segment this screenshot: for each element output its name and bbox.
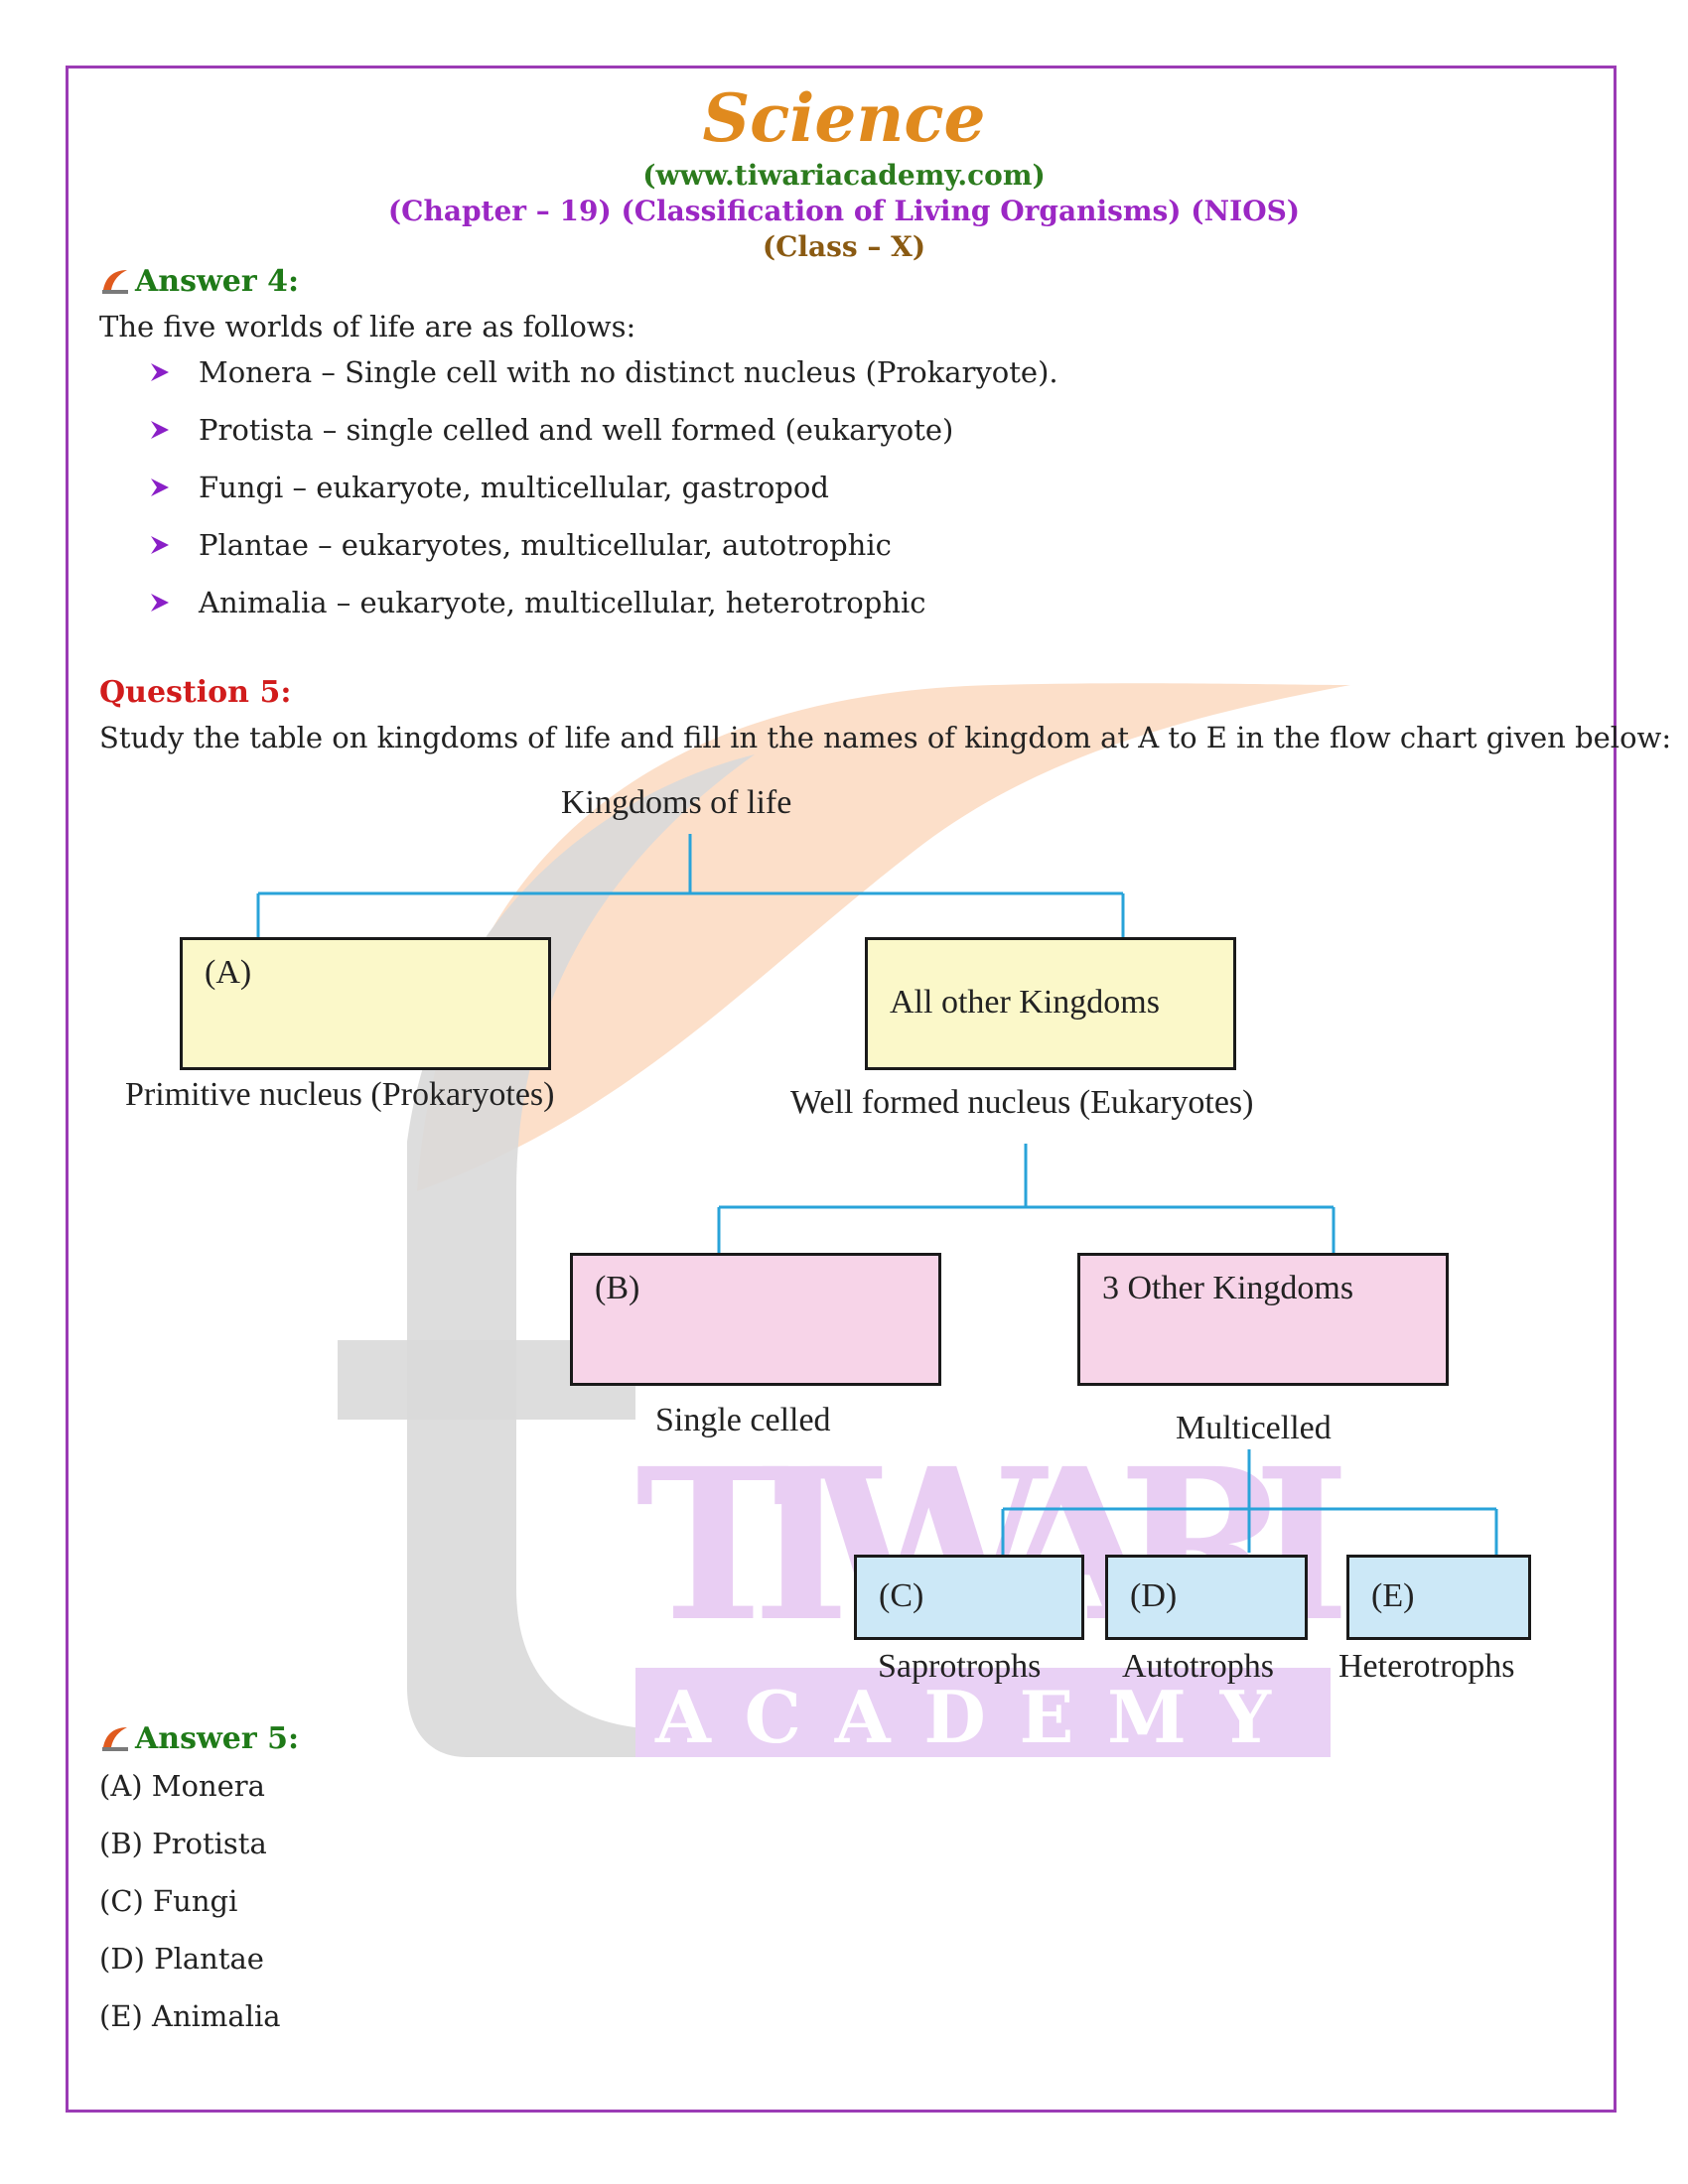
answer4-heading-text: Answer 4: [135,264,300,299]
answer4-heading: Answer 4: [99,264,299,299]
box-c: (C) [854,1555,1084,1640]
arrow-bullet-icon [151,421,169,439]
label-autotrophs: Autotrophs [1122,1648,1274,1685]
box-a: (A) [180,937,551,1070]
page-title: Science [702,79,986,157]
arrow-bullet-icon [151,478,169,496]
list-item: Plantae – eukaryotes, multicellular, aut… [149,528,892,562]
answer5-item: (A) Monera [99,1769,265,1803]
box-all-other-kingdoms-text: All other Kingdoms [890,984,1160,1021]
list-item: Protista – single celled and well formed… [149,413,953,447]
chapter-line: (Chapter – 19) (Classification of Living… [387,195,1301,227]
list-item: Fungi – eukaryote, multicellular, gastro… [149,471,829,504]
box-e-text: (E) [1371,1577,1415,1614]
site-url[interactable]: (www.tiwariacademy.com) [642,159,1046,192]
answer5-item: (B) Protista [99,1827,267,1860]
arrow-bullet-icon [151,363,169,381]
answer5-item: (C) Fungi [99,1884,238,1918]
label-heterotrophs: Heterotrophs [1338,1648,1515,1685]
label-prokaryotes: Primitive nucleus (Prokaryotes) [125,1076,555,1113]
box-a-text: (A) [205,954,252,991]
academy-logo-icon [102,1726,128,1751]
label-saprotrophs: Saprotrophs [878,1648,1042,1685]
question5-text: Study the table on kingdoms of life and … [99,721,1672,754]
answer5-item: (D) Plantae [99,1942,264,1976]
flowchart-root-label: Kingdoms of life [561,784,792,821]
box-three-other-kingdoms-text: 3 Other Kingdoms [1102,1270,1354,1306]
label-single-celled: Single celled [655,1402,831,1438]
box-c-text: (C) [879,1577,924,1614]
list-item: Monera – Single cell with no distinct nu… [149,355,1058,389]
label-eukaryotes: Well formed nucleus (Eukaryotes) [790,1084,1254,1121]
box-d-text: (D) [1130,1577,1178,1614]
academy-logo-icon [102,269,128,294]
list-item-text: Plantae – eukaryotes, multicellular, aut… [199,528,892,562]
list-item-text: Animalia – eukaryote, multicellular, het… [199,586,926,619]
box-three-other-kingdoms: 3 Other Kingdoms [1077,1253,1449,1386]
box-b: (B) [570,1253,941,1386]
list-item-text: Protista – single celled and well formed… [199,413,954,447]
arrow-bullet-icon [151,594,169,612]
question5-heading: Question 5: [99,675,292,710]
answer5-heading-text: Answer 5: [135,1721,300,1756]
box-all-other-kingdoms: All other Kingdoms [865,937,1236,1070]
list-item-text: Monera – Single cell with no distinct nu… [199,355,1058,389]
arrow-bullet-icon [151,536,169,554]
answer4-intro: The five worlds of life are as follows: [99,310,636,343]
answer5-heading: Answer 5: [99,1721,299,1756]
label-multicelled: Multicelled [1176,1410,1332,1446]
class-line: (Class – X) [762,230,926,263]
box-d: (D) [1105,1555,1308,1640]
box-b-text: (B) [595,1270,640,1306]
list-item: Animalia – eukaryote, multicellular, het… [149,586,926,619]
box-e: (E) [1346,1555,1531,1640]
answer5-item: (E) Animalia [99,1999,281,2033]
page-border [66,66,1617,2113]
list-item-text: Fungi – eukaryote, multicellular, gastro… [199,471,829,504]
